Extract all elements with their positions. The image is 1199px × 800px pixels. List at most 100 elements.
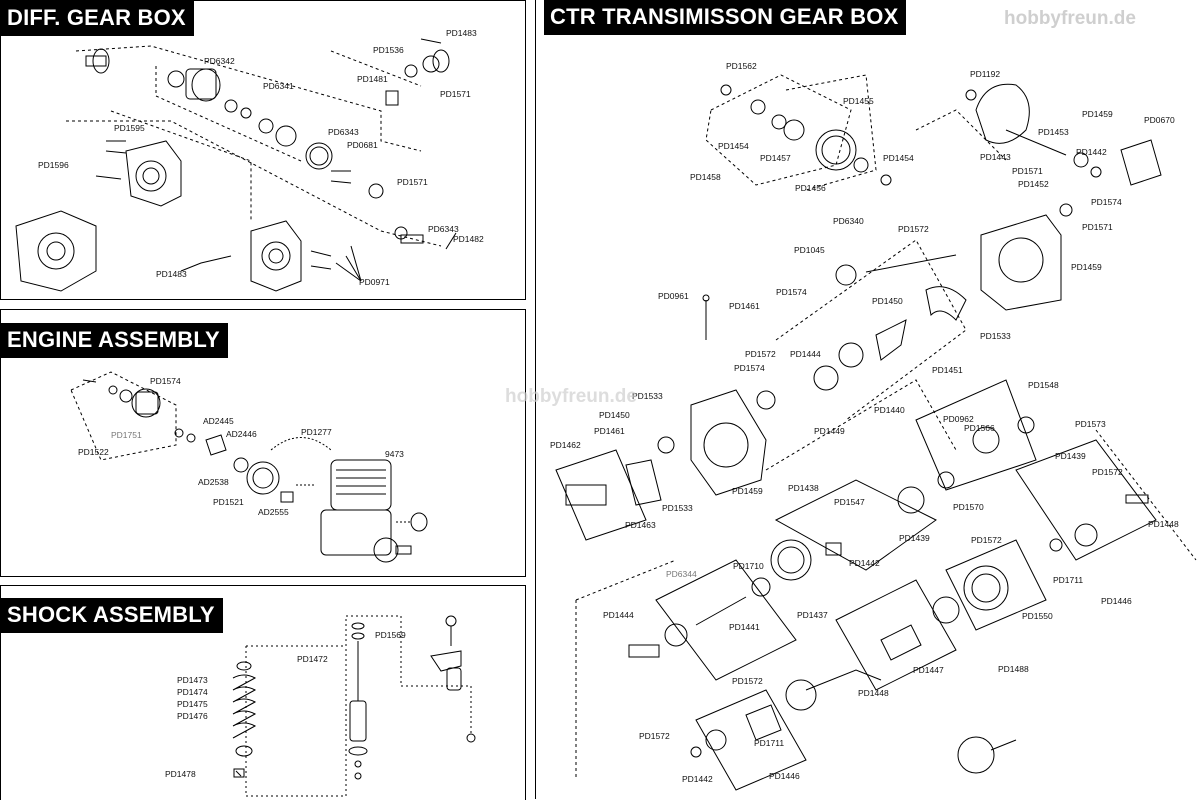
label-9473: 9473 — [385, 449, 404, 459]
label-PD1522: PD1522 — [78, 447, 109, 457]
label-PD1447: PD1447 — [913, 665, 944, 675]
label-PD1572-b: PD1572 — [745, 349, 776, 359]
label-PD6342: PD6342 — [204, 56, 235, 66]
label-PD1547: PD1547 — [834, 497, 865, 507]
label-PD1533-a: PD1533 — [980, 331, 1011, 341]
label-PD1572-d: PD1572 — [971, 535, 1002, 545]
label-PD0681: PD0681 — [347, 140, 378, 150]
label-PD1521: PD1521 — [213, 497, 244, 507]
label-AD2538: AD2538 — [198, 477, 229, 487]
label-PD1458: PD1458 — [690, 172, 721, 182]
label-PD1461-a: PD1461 — [729, 301, 760, 311]
label-AD2555: AD2555 — [258, 507, 289, 517]
watermark-top: hobbyfreun.de — [1004, 8, 1136, 29]
label-PD1451: PD1451 — [932, 365, 963, 375]
label-PD1457: PD1457 — [760, 153, 791, 163]
label-PD1454-b: PD1454 — [883, 153, 914, 163]
label-PD1572-a: PD1572 — [898, 224, 929, 234]
label-PD1438: PD1438 — [788, 483, 819, 493]
label-PD1571-mid: PD1571 — [397, 177, 428, 187]
ctr-gear-box-panel: CTR TRANSIMISSON GEAR BOX — [535, 0, 1199, 799]
label-PD1574: PD1574 — [150, 376, 181, 386]
label-AD2445: AD2445 — [203, 416, 234, 426]
label-PD1566: PD1566 — [964, 423, 995, 433]
shock-assembly-title: SHOCK ASSEMBLY — [1, 598, 223, 633]
label-PD0961: PD0961 — [658, 291, 689, 301]
engine-assembly-panel: ENGINE ASSEMBLY — [0, 309, 526, 577]
label-PD6343-bottom: PD6343 — [428, 224, 459, 234]
label-PD1443: PD1443 — [980, 152, 1011, 162]
label-PD1562: PD1562 — [726, 61, 757, 71]
label-PD1440: PD1440 — [874, 405, 905, 415]
label-PD6343-mid: PD6343 — [328, 127, 359, 137]
label-PD1533-c: PD1533 — [662, 503, 693, 513]
label-PD1446-b: PD1446 — [769, 771, 800, 781]
diff-gear-box-panel: DIFF. GEAR BOX — [0, 0, 526, 300]
label-PD0670: PD0670 — [1144, 115, 1175, 125]
label-PD1473: PD1473 — [177, 675, 208, 685]
label-PD6341: PD6341 — [263, 81, 294, 91]
diff-gear-box-diagram — [15, 38, 457, 292]
label-PD1574-b: PD1574 — [776, 287, 807, 297]
label-PD1481: PD1481 — [357, 74, 388, 84]
label-PD1573: PD1573 — [1075, 419, 1106, 429]
shock-assembly-diagram — [232, 615, 476, 797]
ctr-gear-box-diagram — [555, 74, 1197, 791]
label-PD1533-b: PD1533 — [632, 391, 663, 401]
label-PD1572-f: PD1572 — [639, 731, 670, 741]
label-PD1478: PD1478 — [165, 769, 196, 779]
label-PD1570: PD1570 — [953, 502, 984, 512]
engine-assembly-diagram — [70, 371, 428, 563]
label-PD1439-b: PD1439 — [899, 533, 930, 543]
diff-gear-box-title: DIFF. GEAR BOX — [1, 1, 194, 36]
label-PD1444-b: PD1444 — [603, 610, 634, 620]
engine-assembly-title: ENGINE ASSEMBLY — [1, 323, 228, 358]
label-PD1711-a: PD1711 — [1053, 575, 1084, 585]
label-PD0971: PD0971 — [359, 277, 390, 287]
label-PD1475: PD1475 — [177, 699, 208, 709]
label-PD1548: PD1548 — [1028, 380, 1059, 390]
label-PD1448-a: PD1448 — [1148, 519, 1179, 529]
label-PD1444-a: PD1444 — [790, 349, 821, 359]
label-AD2446: AD2446 — [226, 429, 257, 439]
label-PD1442-top: PD1442 — [1076, 147, 1107, 157]
label-PD1439-a: PD1439 — [1055, 451, 1086, 461]
label-PD1571-top: PD1571 — [440, 89, 471, 99]
label-PD1437: PD1437 — [797, 610, 828, 620]
label-PD1482: PD1482 — [453, 234, 484, 244]
label-PD1751: PD1751 — [111, 430, 142, 440]
label-PD1574-c: PD1574 — [734, 363, 765, 373]
label-PD1571-a: PD1571 — [1012, 166, 1043, 176]
label-PD1456: PD1456 — [795, 183, 826, 193]
label-PD1452: PD1452 — [1018, 179, 1049, 189]
label-PD1442-b: PD1442 — [682, 774, 713, 784]
label-PD1596: PD1596 — [38, 160, 69, 170]
label-PD1453: PD1453 — [1038, 127, 1069, 137]
label-PD1441: PD1441 — [729, 622, 760, 632]
label-PD1483-top: PD1483 — [446, 28, 477, 38]
label-PD1572-e: PD1572 — [732, 676, 763, 686]
label-PD1710: PD1710 — [733, 561, 764, 571]
label-PD1277: PD1277 — [301, 427, 332, 437]
label-PD1569: PD1569 — [375, 630, 406, 640]
label-PD1476: PD1476 — [177, 711, 208, 721]
label-PD1045: PD1045 — [794, 245, 825, 255]
label-PD0962: PD0962 — [943, 414, 974, 424]
label-PD1461-b: PD1461 — [594, 426, 625, 436]
label-PD1536: PD1536 — [373, 45, 404, 55]
label-PD1459-c: PD1459 — [732, 486, 763, 496]
label-PD1448-b: PD1448 — [858, 688, 889, 698]
label-PD1483-bottom: PD1483 — [156, 269, 187, 279]
label-PD1474: PD1474 — [177, 687, 208, 697]
label-PD1450-b: PD1450 — [599, 410, 630, 420]
label-PD1446-a: PD1446 — [1101, 596, 1132, 606]
label-PD1472: PD1472 — [297, 654, 328, 664]
label-PD1192: PD1192 — [970, 69, 1001, 79]
label-PD1459-b: PD1459 — [1071, 262, 1102, 272]
ctr-gear-box-title: CTR TRANSIMISSON GEAR BOX — [544, 0, 907, 35]
watermark-middle: hobbyfreun.de — [505, 386, 637, 407]
label-PD1459-top: PD1459 — [1082, 109, 1113, 119]
label-PD1488: PD1488 — [998, 664, 1029, 674]
label-PD6344: PD6344 — [666, 569, 697, 579]
label-PD1462: PD1462 — [550, 440, 581, 450]
